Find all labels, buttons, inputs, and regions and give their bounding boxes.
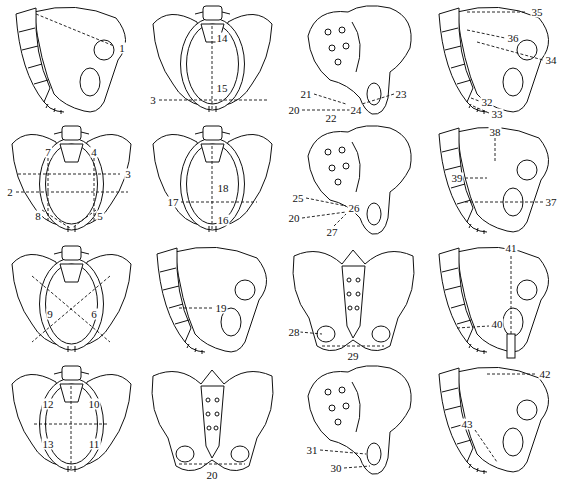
callout-number: 40 — [491, 319, 504, 330]
callout-number: 23 — [395, 89, 408, 100]
callout-number: 10 — [88, 399, 101, 410]
callout-number: 34 — [545, 55, 558, 66]
callout-number: 35 — [531, 7, 544, 18]
measurement-lines — [159, 26, 267, 110]
callout-number: 17 — [167, 197, 180, 208]
callout-number: 43 — [461, 419, 474, 430]
callout-number: 37 — [545, 197, 558, 208]
coronal-pelvis — [152, 370, 273, 471]
measurement-lines — [465, 138, 543, 202]
callout-number: 39 — [451, 173, 464, 184]
hip-bone-view — [308, 6, 411, 114]
measurement-lines — [302, 198, 346, 226]
measurement-lines — [457, 256, 511, 354]
callout-number: 32 — [481, 97, 494, 108]
callout-number: 5 — [96, 211, 104, 222]
callout-number: 24 — [350, 105, 363, 116]
callout-number: 3 — [124, 169, 132, 180]
callout-number: 7 — [44, 147, 52, 158]
coronal-pelvis — [293, 250, 414, 351]
inlet-view-pelvis — [12, 366, 131, 472]
callout-number: 41 — [505, 243, 518, 254]
inlet-view-pelvis — [153, 126, 272, 232]
callout-number: 38 — [489, 127, 502, 138]
hip-bone-view — [308, 366, 411, 474]
hip-bone-view — [308, 126, 411, 234]
callout-number: 25 — [292, 193, 305, 204]
measurement-lines — [181, 146, 257, 230]
callout-number: 14 — [216, 33, 229, 44]
callout-number: 15 — [216, 83, 229, 94]
callout-number: 36 — [507, 33, 520, 44]
callout-number: 21 — [300, 89, 313, 100]
callout-number: 11 — [88, 439, 101, 450]
measurement-lines — [36, 14, 114, 46]
measurement-lines — [300, 332, 384, 346]
callout-number: 27 — [326, 227, 339, 238]
measurement-lines — [320, 450, 370, 468]
measurement-lines — [16, 12, 543, 470]
measurement-lines — [32, 276, 110, 342]
callout-number: 3 — [149, 95, 157, 106]
callout-number: 42 — [539, 369, 552, 380]
callout-number: 9 — [46, 309, 54, 320]
pelvimeter-symbol — [507, 334, 515, 358]
callout-number: 28 — [288, 327, 301, 338]
lateral-pelvis — [439, 367, 549, 474]
callout-number: 22 — [325, 113, 338, 124]
callout-number: 4 — [90, 147, 98, 158]
lateral-pelvis — [439, 127, 549, 234]
measurement-lines — [34, 386, 109, 470]
callout-number: 26 — [348, 203, 361, 214]
callout-number: 20 — [288, 105, 301, 116]
inlet-view-pelvis — [12, 246, 131, 352]
callout-number: 8 — [34, 211, 42, 222]
callout-number: 13 — [42, 439, 55, 450]
lateral-pelvis — [157, 247, 267, 354]
callout-number: 30 — [330, 463, 343, 474]
callout-number: 19 — [215, 303, 228, 314]
measurement-lines — [475, 374, 537, 462]
measurement-lines — [302, 94, 394, 110]
lateral-pelvis — [439, 7, 549, 114]
measurement-lines — [179, 464, 245, 465]
callout-number: 20 — [206, 470, 219, 481]
measurement-lines — [467, 12, 543, 113]
inlet-view-pelvis — [12, 126, 131, 232]
callout-number: 2 — [6, 187, 14, 198]
callout-number: 6 — [90, 309, 98, 320]
lateral-pelvis — [439, 247, 549, 354]
callout-number: 31 — [306, 445, 319, 456]
callout-number: 12 — [42, 399, 55, 410]
callout-number: 29 — [347, 351, 360, 362]
inlet-view-pelvis — [153, 6, 272, 112]
callout-number: 1 — [118, 43, 126, 54]
callout-number: 16 — [217, 215, 230, 226]
measurement-lines — [16, 158, 128, 228]
measurement-lines — [179, 308, 213, 309]
callout-number: 33 — [491, 109, 504, 120]
callout-number: 20 — [288, 213, 301, 224]
callout-number: 18 — [217, 183, 230, 194]
lateral-pelvis — [16, 7, 126, 114]
